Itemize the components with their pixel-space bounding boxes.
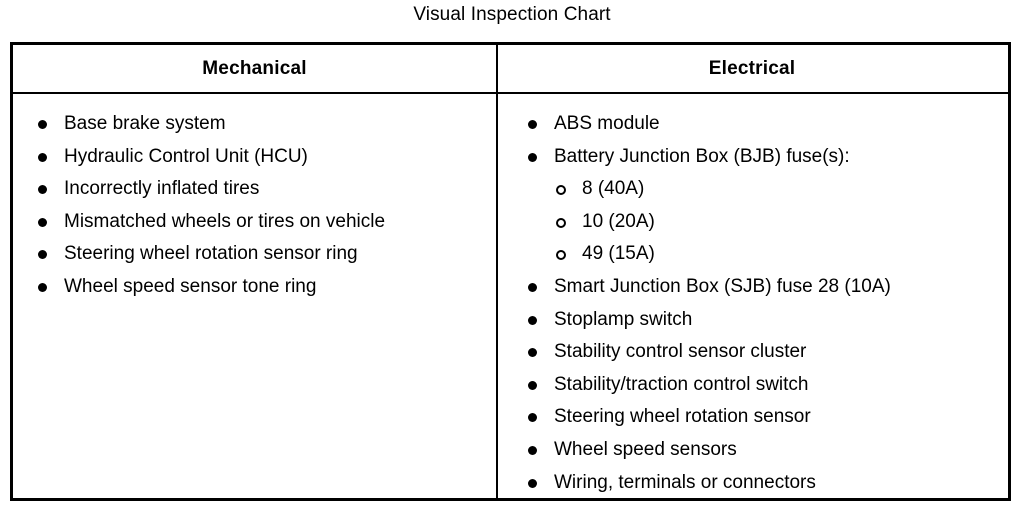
inspection-chart-table: Mechanical Electrical Base brake system … (10, 42, 1011, 501)
list-item-label: Stability control sensor cluster (554, 341, 807, 363)
page-title: Visual Inspection Chart (413, 4, 611, 25)
list-item: Wheel speed sensor tone ring (37, 271, 496, 304)
filled-bullet-icon (38, 217, 47, 227)
list-item-label: Smart Junction Box (SJB) fuse 28 (10A) (554, 275, 891, 297)
list-item: Steering wheel rotation sensor ring (37, 238, 496, 271)
list-item: Mismatched wheels or tires on vehicle (37, 206, 496, 239)
filled-bullet-icon (528, 282, 537, 292)
filled-bullet-icon (38, 250, 47, 260)
list-item: Battery Junction Box (BJB) fuse(s): (527, 141, 1008, 174)
bjb-fuse-sublist: 8 (40A) 10 (20A) 49 (15A) (527, 173, 1008, 271)
header-divider (13, 92, 1008, 94)
list-item-label: Wheel speed sensors (554, 438, 737, 460)
list-item: 8 (40A) (527, 173, 1008, 206)
list-item: Incorrectly inflated tires (37, 173, 496, 206)
filled-bullet-icon (528, 478, 537, 488)
list-item-label: Mismatched wheels or tires on vehicle (64, 210, 386, 232)
column-header-mechanical: Mechanical (202, 57, 307, 79)
list-item: ABS module (527, 108, 1008, 141)
list-item: Base brake system (37, 108, 496, 141)
hollow-bullet-icon (556, 250, 566, 261)
electrical-list-continued: Smart Junction Box (SJB) fuse 28 (10A) S… (527, 271, 1008, 499)
electrical-list: ABS module Battery Junction Box (BJB) fu… (527, 108, 1008, 173)
filled-bullet-icon (38, 120, 47, 129)
list-item-label: 8 (40A) (582, 178, 645, 200)
list-item-label: ABS module (554, 113, 660, 134)
filled-bullet-icon (528, 315, 537, 325)
list-item-label: Battery Junction Box (BJB) fuse(s): (554, 145, 850, 167)
list-item-label: Incorrectly inflated tires (64, 178, 260, 200)
list-item-label: Steering wheel rotation sensor (554, 406, 811, 428)
list-item-label: Steering wheel rotation sensor ring (64, 243, 358, 265)
list-item-label: Stoplamp switch (554, 308, 693, 330)
list-item: Stoplamp switch (527, 304, 1008, 337)
list-item: Wiring, terminals or connectors (527, 467, 1008, 500)
list-item: Smart Junction Box (SJB) fuse 28 (10A) (527, 271, 1008, 304)
list-item: Hydraulic Control Unit (HCU) (37, 141, 496, 174)
filled-bullet-icon (38, 152, 47, 162)
list-item: 49 (15A) (527, 238, 1008, 271)
table-body-row: Base brake system Hydraulic Control Unit… (13, 94, 1008, 498)
list-item: Stability/traction control switch (527, 369, 1008, 402)
mechanical-list: Base brake system Hydraulic Control Unit… (37, 108, 496, 304)
list-item-label: Hydraulic Control Unit (HCU) (64, 145, 308, 167)
hollow-bullet-icon (556, 217, 566, 228)
list-item-label: Wheel speed sensor tone ring (64, 275, 317, 297)
list-item-label: Stability/traction control switch (554, 373, 809, 395)
filled-bullet-icon (528, 120, 537, 129)
column-body-electrical: ABS module Battery Junction Box (BJB) fu… (496, 94, 1008, 498)
filled-bullet-icon (528, 380, 537, 390)
list-item-label: 49 (15A) (582, 243, 655, 265)
list-item-label: 10 (20A) (582, 210, 655, 232)
column-header-electrical: Electrical (708, 57, 796, 79)
list-item: Steering wheel rotation sensor (527, 401, 1008, 434)
filled-bullet-icon (38, 282, 47, 292)
filled-bullet-icon (528, 348, 537, 358)
filled-bullet-icon (528, 413, 537, 423)
list-item: Wheel speed sensors (527, 434, 1008, 467)
list-item: Stability control sensor cluster (527, 336, 1008, 369)
table-header-row: Mechanical Electrical (13, 45, 1008, 92)
list-item: 10 (20A) (527, 206, 1008, 239)
list-item-label: Base brake system (64, 113, 226, 134)
filled-bullet-icon (528, 152, 537, 162)
column-divider (496, 45, 498, 498)
filled-bullet-icon (38, 185, 47, 195)
column-body-mechanical: Base brake system Hydraulic Control Unit… (13, 94, 496, 498)
list-item-label: Wiring, terminals or connectors (554, 471, 816, 493)
hollow-bullet-icon (556, 185, 566, 196)
filled-bullet-icon (528, 445, 537, 455)
table-inner: Mechanical Electrical Base brake system … (13, 45, 1008, 498)
